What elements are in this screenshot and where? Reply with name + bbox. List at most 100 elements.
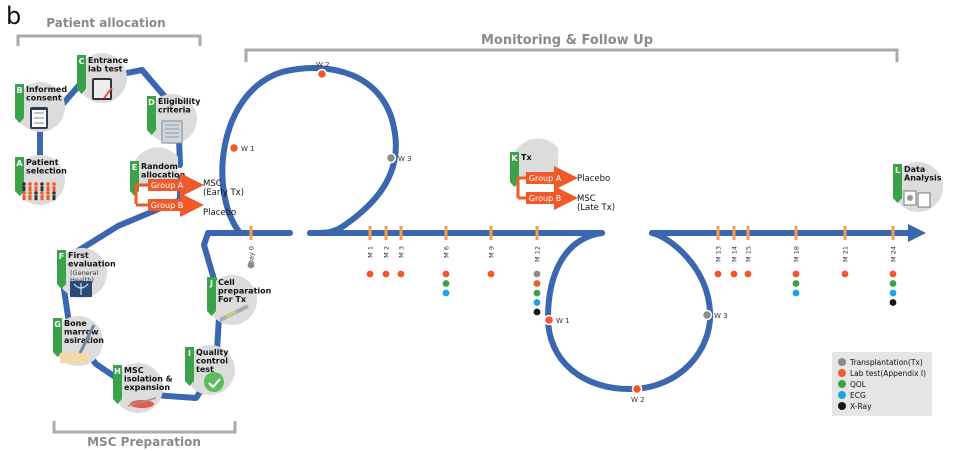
legend-label: Transplantation(Tx) [849,358,923,367]
legend-item: Transplantation(Tx) [838,358,923,367]
xray-icon [70,281,92,297]
timepoint-label: M 13 [715,246,723,262]
legend-label: X-Ray [850,402,872,411]
step-letter: L [895,166,900,175]
test-dot-gray [247,261,255,269]
timepoint-tick [444,226,448,240]
test-dot-orange [889,270,897,278]
loop1-week-markers: W 1 W 2 W 3 [228,61,412,164]
msc-preparation-bracket [52,421,237,434]
group-a-badge [148,179,186,191]
legend-label: QOL [850,380,867,389]
placebo-label: Placebo [203,208,236,218]
test-dot-orange [841,270,849,278]
legend-item: Lab test(Appendix I) [838,369,926,378]
step-letter: K [511,154,518,163]
timepoint: M 21 [841,226,850,278]
svg-text:W 3: W 3 [714,312,728,320]
timepoint-tick [891,226,895,240]
timepoint: M 1 [367,226,375,278]
timepoint-tick [794,226,798,240]
step-letter-tab [147,96,156,135]
test-dot-orange [792,270,800,278]
timepoint: M 12 [533,226,542,316]
group-b-label: Group B [151,201,183,210]
timepoint-label: M 6 [443,246,451,258]
step-letter-tab [77,55,86,94]
loop2-week-markers: W 1 W 2 W 3 [543,309,728,404]
step-letter: C [79,57,85,66]
step-letter: J [209,279,213,288]
timepoint: Day 0 [247,226,256,269]
test-dot-green [792,280,800,287]
test-dot-green [442,280,450,287]
timepoint: M 9 [487,226,496,278]
svg-text:W 1: W 1 [241,145,255,153]
test-dot-orange [533,280,541,287]
step-bubble [57,248,107,298]
legend-swatch [838,391,846,399]
timepoint-label: M 21 [842,246,850,262]
tx-group-b-badge [526,192,564,204]
svg-text:W 1: W 1 [556,317,570,325]
syringe-icon [219,304,249,322]
test-dot-orange [397,270,405,278]
timepoint-label: M 15 [745,246,753,262]
timeline-arrowhead [908,224,926,242]
msc-preparation-title: MSC Preparation [87,435,201,449]
analysis-icon [903,190,931,208]
timepoint-label: M 24 [890,246,898,262]
test-dot-black [889,299,897,306]
timepoint: M 13 [715,226,723,278]
test-dot-blue [442,289,450,297]
timepoint: M 15 [744,226,753,278]
test-dot-orange [487,270,495,278]
step-label: Tx [521,153,532,162]
timepoint-tick [399,226,403,240]
timepoint-label: Day 0 [248,246,256,265]
tx-group-a-label: Group A [529,174,562,183]
timepoint-tick [746,226,750,240]
legend-item: ECG [838,391,866,400]
panel-letter: b [6,2,21,30]
timepoint: M 14 [730,226,739,278]
step-letter-tab [57,250,66,289]
step-bubble [113,363,163,413]
step-letter-tab [185,347,194,386]
legend-label: ECG [850,391,866,400]
test-dot-green [533,289,541,297]
step-letter-tab [15,157,24,196]
test-dot-orange [730,270,738,278]
legend-box [832,352,932,416]
test-dot-gray [533,270,541,278]
timepoint: M 6 [442,226,451,297]
svg-text:W 2: W 2 [316,61,330,69]
timepoint-tick [716,226,720,240]
patient-allocation-title: Patient allocation [46,16,165,30]
svg-text:W 3: W 3 [398,155,412,163]
step-letter: E [132,163,137,172]
step-letter: H [114,367,121,376]
timepoint-label: M 9 [488,246,496,258]
petri-dish-icon [127,397,157,408]
tx-group-a-badge [526,172,564,184]
test-dot-orange [744,270,752,278]
tx-placebo-label: Placebo [577,174,610,184]
legend-swatch [838,358,846,366]
